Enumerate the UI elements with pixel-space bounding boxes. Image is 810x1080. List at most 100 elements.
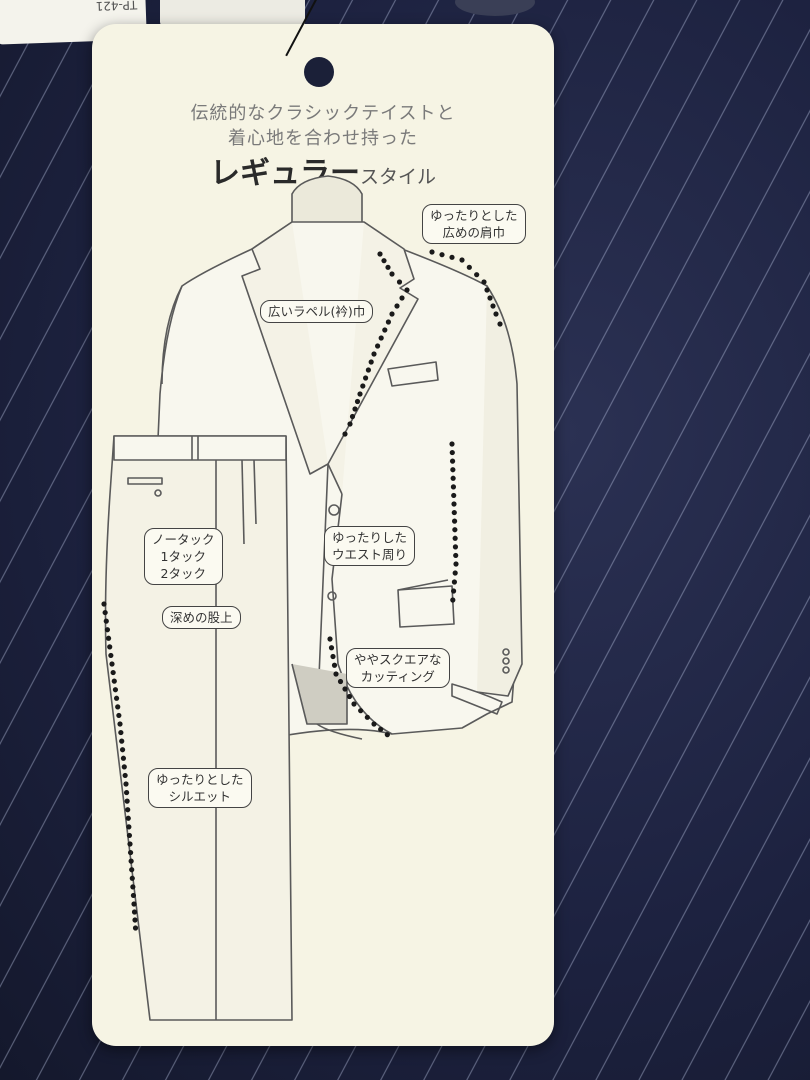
highlight-dot [451, 501, 457, 507]
highlight-dot [375, 343, 381, 349]
callout-shoulder: ゆったりとした 広めの肩巾 [422, 204, 526, 244]
highlight-dot [453, 552, 459, 559]
highlight-dot [474, 272, 480, 278]
highlight-dot [452, 535, 458, 541]
heading-suffix: スタイル [359, 166, 436, 188]
highlight-dot [116, 712, 122, 719]
highlight-dot [371, 351, 377, 357]
tag-hole [304, 57, 334, 87]
highlight-dot [123, 789, 130, 796]
suit-button [455, 0, 535, 16]
callout-tuck-line-2: 1タック [160, 549, 206, 564]
highlight-dot [121, 764, 127, 770]
highlight-dot [122, 772, 128, 779]
callout-cutting-line-1: ややスクエアな [354, 652, 442, 667]
callout-silhouette-line-1: ゆったりとした [156, 772, 244, 787]
highlight-dot [451, 492, 457, 499]
highlight-dot [451, 518, 458, 524]
highlight-dot [330, 653, 336, 660]
highlight-dot [132, 917, 138, 923]
highlight-dot [453, 561, 459, 567]
highlight-dot [493, 311, 499, 317]
highlight-dot [118, 729, 124, 736]
highlight-dot [104, 627, 111, 633]
highlight-dot [450, 484, 457, 490]
highlight-dot [396, 279, 403, 285]
highlight-dot [129, 875, 135, 881]
highlight-dot [385, 264, 391, 270]
highlight-dot [129, 867, 135, 873]
highlight-dot [132, 925, 139, 931]
callout-tuck-line-1: ノータック [152, 532, 215, 547]
heading-line-2: 着心地を合わせ持った [228, 128, 418, 149]
highlight-dot [123, 781, 129, 787]
highlight-dot [451, 509, 457, 516]
highlight-dot [331, 662, 338, 668]
product-tag-card: 伝統的なクラシックテイストと 着心地を合わせ持った レギュラースタイル [92, 0, 554, 1046]
highlight-dot [119, 738, 125, 744]
highlight-dot [459, 257, 465, 263]
highlight-dot [126, 832, 133, 839]
highlight-dot [450, 475, 456, 481]
highlight-dot [352, 406, 358, 412]
highlight-dot [124, 798, 130, 804]
highlight-dot [389, 311, 395, 317]
callout-waist-line-1: ゆったりした [332, 530, 408, 545]
highlight-dot [113, 695, 120, 701]
callout-silhouette-line-2: シルエット [168, 789, 232, 804]
highlight-dot [101, 601, 107, 607]
highlight-dot [363, 375, 369, 381]
highlight-dot [127, 849, 134, 856]
highlight-dot [378, 726, 384, 732]
highlight-dot [130, 892, 137, 899]
highlight-dot [131, 909, 138, 915]
highlight-dot [131, 901, 137, 907]
highlight-dot [357, 391, 363, 397]
highlight-dot [439, 252, 445, 258]
heading-line-1: 伝統的なクラシックテイストと [190, 103, 456, 124]
highlight-dot [347, 421, 353, 427]
highlight-dot [120, 755, 127, 761]
background-tag-2 [160, 0, 305, 26]
highlight-dot [327, 636, 333, 642]
highlight-dot [377, 251, 383, 257]
highlight-dot [399, 295, 405, 301]
callout-waist-line-2: ウエスト周り [332, 547, 408, 562]
highlight-dot [449, 254, 455, 260]
highlight-dot [389, 271, 395, 277]
highlight-dot [452, 570, 458, 576]
highlight-dot [333, 671, 339, 677]
highlight-dot [117, 721, 123, 727]
highlight-dot [451, 588, 457, 594]
callout-rise-line-1: 深めの股上 [170, 610, 233, 625]
highlight-dot [328, 645, 335, 651]
highlight-dot [354, 398, 361, 405]
callout-tuck: ノータック 1タック 2タック [144, 528, 223, 585]
highlight-dot [449, 449, 455, 456]
highlight-dot [342, 431, 348, 437]
highlight-dot [125, 807, 131, 813]
highlight-dot [126, 824, 132, 830]
highlight-dot [105, 635, 112, 641]
highlight-dot [368, 359, 374, 365]
highlight-dot [109, 661, 115, 667]
highlight-dot [365, 367, 371, 373]
highlight-dot [449, 458, 456, 464]
highlight-dot [342, 686, 348, 692]
highlight-dot [337, 678, 344, 685]
highlight-dot [382, 327, 388, 333]
highlight-dot [127, 841, 133, 847]
callout-cutting-line-2: カッティング [360, 669, 435, 684]
callout-shoulder-line-2: 広めの肩巾 [442, 225, 506, 240]
highlight-dot [490, 303, 496, 309]
highlight-dot [452, 544, 459, 550]
highlight-dot [349, 413, 356, 420]
callout-waist: ゆったりした ウエスト周り [324, 526, 416, 566]
highlight-dot [450, 597, 456, 603]
highlight-dot [452, 527, 458, 533]
highlight-dot [125, 815, 131, 821]
highlight-dot [128, 858, 134, 864]
highlight-dot [119, 747, 126, 753]
highlight-dot [112, 687, 119, 693]
highlight-dot [371, 721, 377, 727]
